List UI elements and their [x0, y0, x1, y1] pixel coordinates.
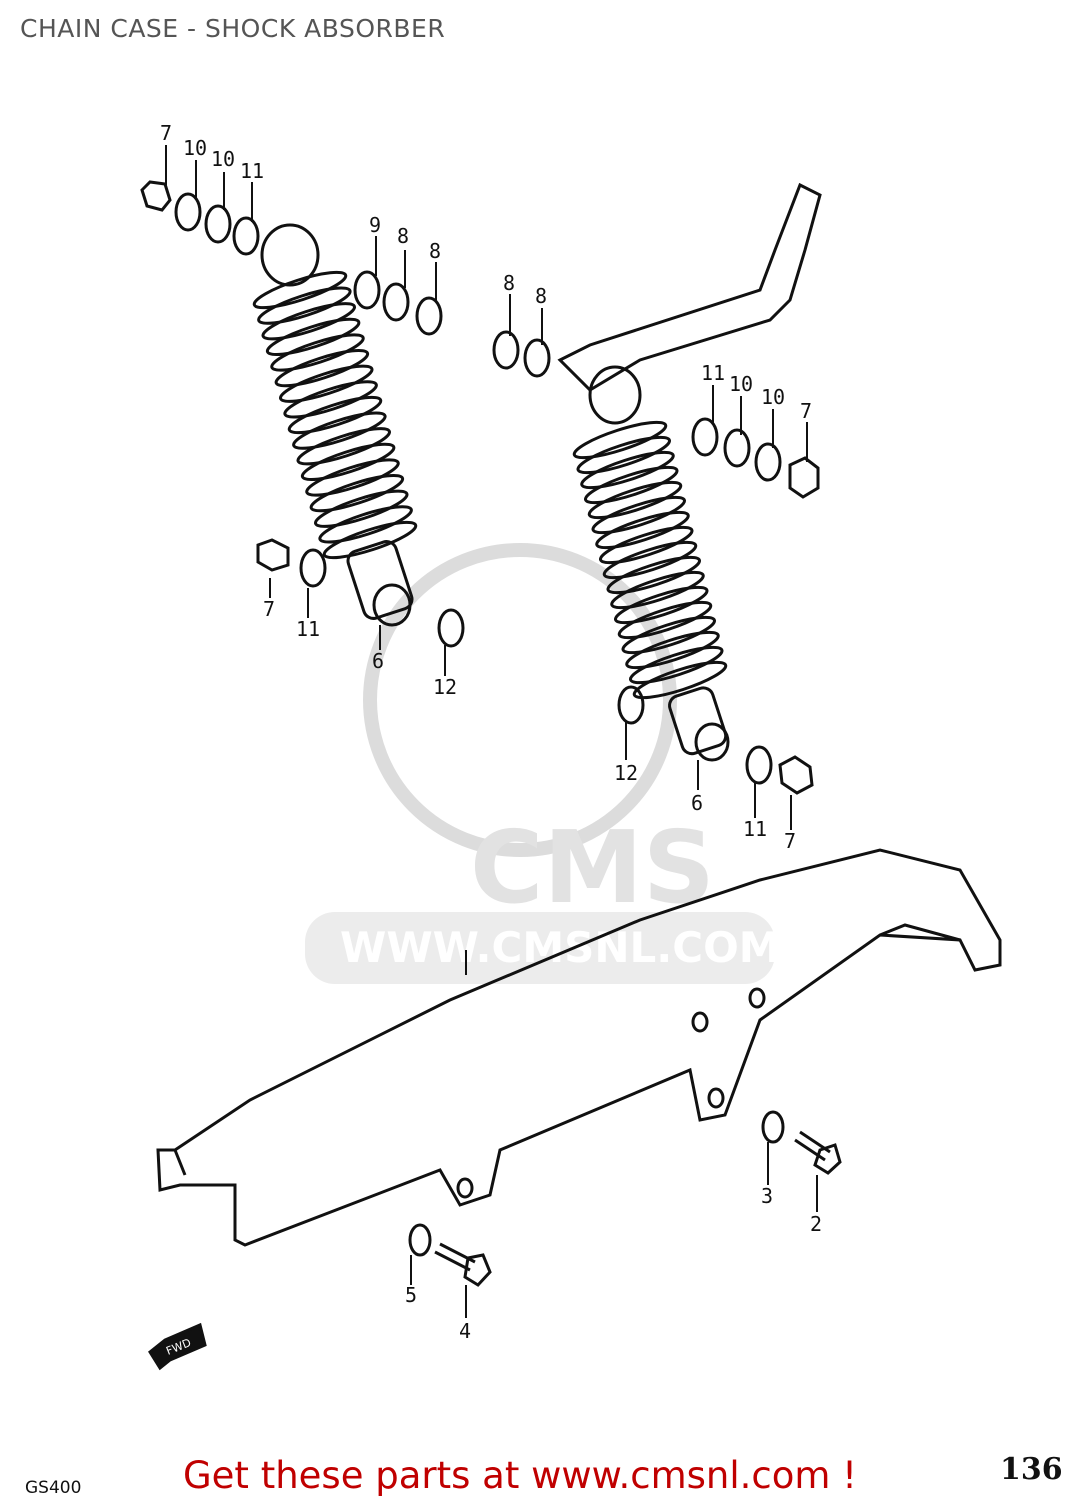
- spring-coil: [606, 555, 702, 595]
- spring-coil: [318, 505, 413, 544]
- spring-coil: [625, 630, 720, 670]
- spring-coil: [583, 465, 679, 505]
- callout: 8: [397, 224, 409, 248]
- watermark: CMS WWW.CMSNL.COM: [305, 543, 781, 984]
- callout: 8: [429, 239, 441, 263]
- spring-coil: [300, 442, 396, 481]
- callout: 7: [263, 597, 275, 621]
- spring-coil: [598, 525, 694, 565]
- spring-coil: [283, 380, 378, 419]
- callout: 11: [240, 159, 264, 183]
- spring-coil: [287, 395, 383, 435]
- callout-labels: 7 10 10 11 9 8 8 8 8 11 10 10 7 7 11 6 1…: [160, 121, 822, 1343]
- spring-coil: [613, 585, 709, 625]
- callout: 11: [296, 617, 320, 641]
- right-shock-absorber: [572, 365, 730, 762]
- chain-case: [156, 848, 1002, 1247]
- spring-coil: [265, 317, 361, 356]
- callout: 4: [459, 1319, 471, 1343]
- spring-coil: [628, 645, 724, 685]
- washers: [140, 180, 842, 1287]
- callout: 7: [784, 829, 796, 853]
- callout: 6: [372, 649, 384, 673]
- callout: 10: [183, 136, 207, 160]
- page-number: 136: [1000, 1452, 1063, 1487]
- spring-coil: [580, 450, 675, 490]
- spring-coil: [602, 540, 698, 580]
- spring-coil: [261, 302, 357, 341]
- promo-link[interactable]: Get these parts at www.cmsnl.com !: [183, 1454, 858, 1497]
- callout: 10: [211, 147, 235, 171]
- callout: 11: [701, 361, 725, 385]
- callout: 9: [369, 213, 381, 237]
- spring-coil: [591, 495, 687, 535]
- callout: 11: [743, 817, 767, 841]
- fwd-arrow: FWD: [148, 1322, 207, 1371]
- watermark-url: WWW.CMSNL.COM: [340, 923, 781, 972]
- callout: 6: [691, 791, 703, 815]
- spring-coil: [257, 286, 352, 325]
- callout: 8: [503, 271, 515, 295]
- spring-coil: [292, 411, 387, 450]
- model-code: GS400: [25, 1478, 82, 1498]
- spring-coil: [309, 474, 405, 513]
- spring-coil: [274, 349, 370, 388]
- shock-bracket: [557, 182, 822, 392]
- page-title: CHAIN CASE - SHOCK ABSORBER: [20, 14, 446, 43]
- spring-coil: [252, 270, 348, 310]
- spring-coil: [270, 333, 365, 372]
- spring-coil: [313, 489, 409, 528]
- callout: 10: [729, 372, 753, 396]
- spring-coil: [572, 420, 668, 460]
- spring-coil: [632, 660, 728, 700]
- callout: 10: [761, 385, 785, 409]
- callout: 8: [535, 284, 547, 308]
- callout: 2: [810, 1212, 822, 1236]
- spring-coil: [278, 364, 374, 403]
- left-shock-absorber: [252, 223, 418, 627]
- callout: 12: [433, 675, 457, 699]
- watermark-brand: CMS: [470, 809, 715, 926]
- callout: 7: [800, 399, 812, 423]
- callout: 12: [614, 761, 638, 785]
- spring-coil: [322, 520, 418, 560]
- spring-coil: [296, 427, 392, 466]
- callout: 5: [405, 1283, 417, 1307]
- leader-lines: [165, 145, 818, 1318]
- spring-coil: [587, 480, 683, 520]
- spring-coil: [305, 458, 400, 497]
- callout: 7: [160, 121, 172, 145]
- callout: 3: [761, 1184, 773, 1208]
- spring-coil: [621, 615, 717, 655]
- spring-coil: [576, 435, 672, 475]
- spring-coil: [617, 600, 713, 640]
- spring-coil: [595, 510, 690, 550]
- spring-coil: [610, 570, 705, 610]
